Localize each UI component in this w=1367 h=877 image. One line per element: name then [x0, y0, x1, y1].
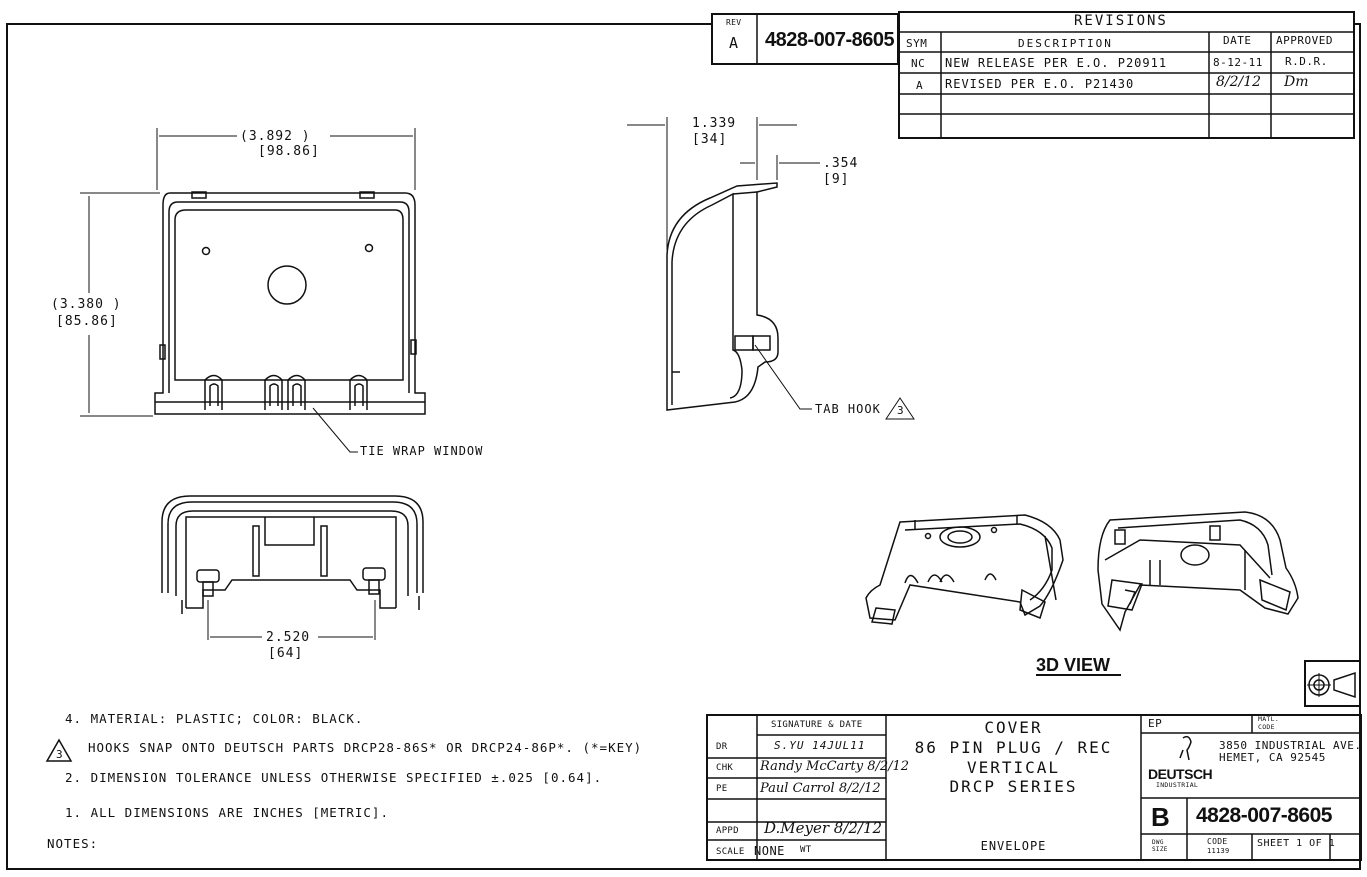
appd-label: APPD: [716, 826, 739, 836]
rev-header-approved: APPROVED: [1276, 34, 1333, 47]
notes-label: NOTES:: [47, 836, 99, 851]
scale-value: NONE: [754, 844, 785, 858]
dim-side-depth: 1.339: [692, 116, 737, 131]
bottom-dimensions: [207, 600, 376, 640]
callout-tab-hook-note: 3: [897, 404, 905, 417]
matl-code-label: MATL. CODE: [1258, 715, 1280, 731]
rev-label: REV: [726, 18, 742, 27]
dim-front-height-metric: [85.86]: [56, 314, 118, 329]
title-block-frame: [706, 714, 1362, 861]
rev-part-number: 4828-007-8605: [765, 29, 895, 51]
dim-front-width: (3.892 ): [240, 129, 311, 144]
rev-row-1-date: 8-12-11: [1213, 56, 1263, 69]
title-line-2: 86 PIN PLUG / REC: [914, 738, 1113, 757]
rev-block: [711, 13, 899, 65]
dim-front-width-metric: [98.86]: [258, 144, 320, 159]
title-line-4: DRCP SERIES: [949, 777, 1078, 796]
title-line-3: VERTICAL: [966, 758, 1061, 777]
revisions-table: [898, 11, 1355, 139]
scale-label: SCALE: [716, 847, 745, 857]
projection-symbol-icon: [1304, 660, 1361, 707]
code-value: 11139: [1207, 847, 1230, 855]
front-dimensions: [80, 128, 416, 453]
code-label: CODE: [1207, 837, 1228, 846]
dim-side-lip-metric: [9]: [823, 172, 850, 187]
rev-header-description: DESCRIPTION: [1018, 37, 1113, 50]
note-3-marker: 3: [56, 748, 64, 761]
company-logo-sub: INDUSTRIAL: [1156, 781, 1199, 789]
company-address-1: 3850 INDUSTRIAL AVE.: [1219, 739, 1362, 752]
chk-signature: Randy McCarty 8/2/12: [760, 759, 910, 774]
dwg-number: 4828-007-8605: [1196, 804, 1332, 827]
dwg-size-label: DWG SIZE: [1152, 839, 1168, 853]
signature-header: SIGNATURE & DATE: [771, 720, 863, 730]
note-3: HOOKS SNAP ONTO DEUTSCH PARTS DRCP28-86S…: [88, 740, 643, 755]
scale-extra: WT: [800, 845, 812, 855]
bottom-view: [161, 495, 424, 614]
company-logo: DEUTSCH: [1148, 766, 1213, 782]
pe-label: PE: [716, 784, 728, 794]
revisions-title: REVISIONS: [1074, 13, 1168, 29]
callout-tie-wrap-window: TIE WRAP WINDOW: [360, 444, 484, 458]
dim-front-height: (3.380 ): [51, 297, 122, 312]
rev-row-1-approved: R.D.R.: [1285, 55, 1328, 68]
dim-side-depth-metric: [34]: [692, 132, 728, 147]
dim-side-lip: .354: [823, 156, 859, 171]
rev-header-sym: SYM: [906, 37, 928, 50]
sheet-count: SHEET 1 OF 1: [1257, 838, 1336, 849]
ep-label: EP: [1148, 717, 1163, 730]
dr-label: DR: [716, 742, 728, 752]
side-dimensions: [627, 117, 915, 420]
side-view: [666, 182, 779, 411]
note-1: 1. ALL DIMENSIONS ARE INCHES [METRIC].: [65, 805, 389, 820]
company-address-2: HEMET, CA 92545: [1219, 751, 1326, 764]
title-line-1: COVER: [984, 718, 1043, 737]
chk-label: CHK: [716, 763, 734, 773]
dim-bottom-width: 2.520: [266, 630, 311, 645]
rev-row-2-approved: Dm: [1284, 74, 1309, 90]
dr-value: S.YU 14JUL11: [774, 739, 866, 752]
appd-signature: D.Meyer 8/2/12: [764, 819, 883, 837]
rev-row-1-sym: NC: [911, 57, 926, 70]
sheet-border: [6, 23, 1361, 870]
rev-value: A: [729, 34, 740, 52]
callout-tab-hook: TAB HOOK: [815, 402, 881, 416]
3d-view-left: [865, 514, 1064, 625]
rev-row-1-description: NEW RELEASE PER E.O. P20911: [945, 56, 1168, 70]
note-3-triangle: [45, 738, 73, 762]
rev-header-date: DATE: [1223, 34, 1252, 47]
3d-view-right: [1097, 511, 1299, 632]
label-3d-view: 3D VIEW: [1036, 655, 1111, 675]
envelope-label: ENVELOPE: [980, 839, 1047, 853]
note-4: 4. MATERIAL: PLASTIC; COLOR: BLACK.: [65, 711, 364, 726]
note-2: 2. DIMENSION TOLERANCE UNLESS OTHERWISE …: [65, 770, 603, 785]
rev-row-2-description: REVISED PER E.O. P21430: [945, 77, 1135, 91]
rev-row-2-date: 8/2/12: [1216, 74, 1262, 90]
rev-row-2-sym: A: [916, 79, 924, 92]
dwg-size-letter: B: [1151, 802, 1171, 832]
dim-bottom-width-metric: [64]: [268, 646, 304, 661]
front-view: [154, 191, 426, 415]
pe-signature: Paul Carrol 8/2/12: [760, 781, 881, 796]
